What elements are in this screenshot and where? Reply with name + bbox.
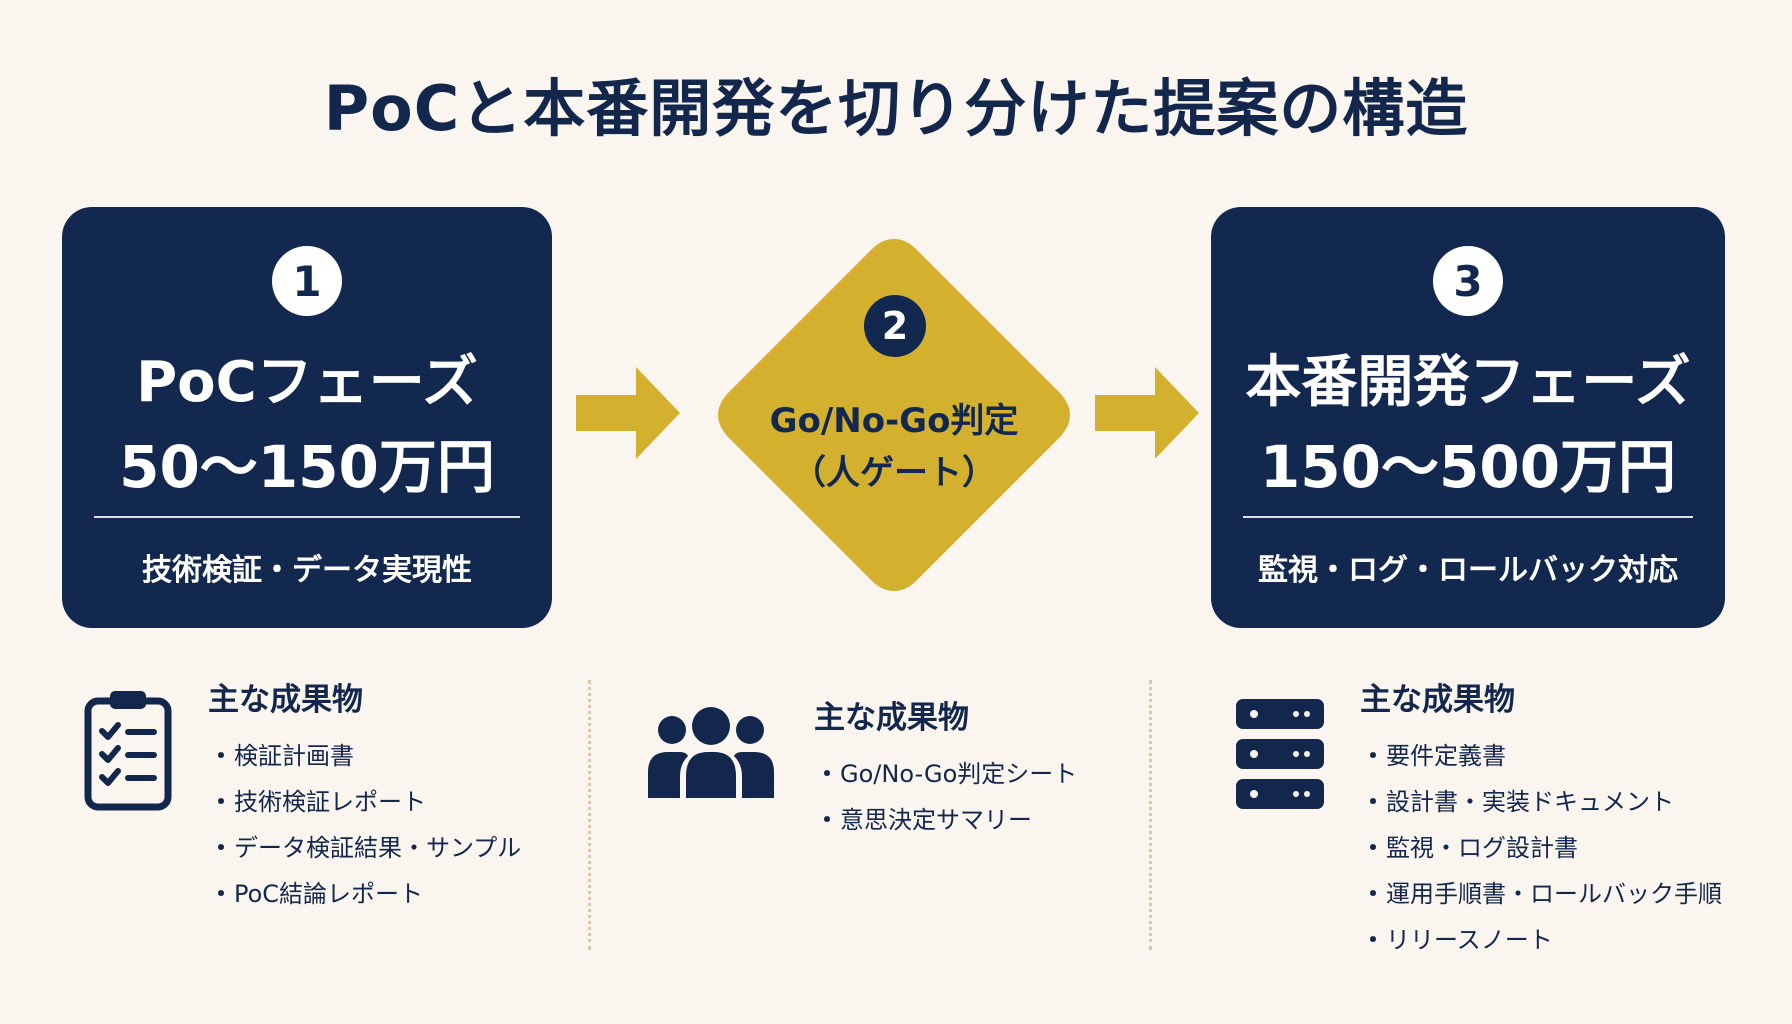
list-item: ・設計書・実装ドキュメント bbox=[1361, 788, 1674, 816]
phase-name: 本番開発フェーズ bbox=[1245, 350, 1691, 415]
step-number-badge: 2 bbox=[864, 295, 926, 357]
phase-subtitle: 監視・ログ・ロールバック対応 bbox=[1258, 553, 1678, 588]
list-item: ・運用手順書・ロールバック手順 bbox=[1361, 880, 1722, 908]
deliverables-list: ・要件定義書 ・設計書・実装ドキュメント ・監視・ログ設計書 ・運用手順書・ロー… bbox=[1360, 733, 1722, 963]
column-divider bbox=[588, 680, 591, 950]
list-item: ・要件定義書 bbox=[1361, 742, 1506, 770]
server-stack-icon bbox=[1236, 699, 1324, 809]
deliverables-heading: 主な成果物 bbox=[814, 700, 969, 736]
deliverables-heading: 主な成果物 bbox=[1360, 682, 1515, 718]
phase-subtitle: 技術検証・データ実現性 bbox=[142, 553, 472, 588]
deliverables-list: ・Go/No-Go判定シート ・意思決定サマリー bbox=[814, 751, 1077, 843]
list-item: ・検証計画書 bbox=[209, 742, 354, 770]
page-title: PoCと本番開発を切り分けた提案の構造 bbox=[323, 72, 1469, 145]
column-divider bbox=[1149, 680, 1152, 950]
right-arrow-icon bbox=[1095, 367, 1199, 459]
phase-price: 50〜150万円 bbox=[119, 433, 495, 501]
right-arrow-icon bbox=[576, 367, 680, 459]
phase-name: PoCフェーズ bbox=[136, 350, 478, 415]
phase-price: 150〜500万円 bbox=[1259, 433, 1677, 501]
people-group-icon bbox=[648, 707, 774, 798]
list-item: ・技術検証レポート bbox=[209, 788, 426, 816]
list-item: ・Go/No-Go判定シート bbox=[815, 760, 1078, 788]
list-item: ・PoC結論レポート bbox=[209, 880, 424, 908]
list-item: ・意思決定サマリー bbox=[815, 806, 1032, 834]
list-item: ・監視・ログ設計書 bbox=[1361, 834, 1578, 862]
deliverables-heading: 主な成果物 bbox=[208, 682, 363, 718]
gate-title: Go/No-Go判定 bbox=[769, 401, 1019, 441]
diamond-shape bbox=[718, 239, 1070, 591]
production-phase-card: 3 本番開発フェーズ 150〜500万円 監視・ログ・ロールバック対応 bbox=[1211, 207, 1725, 628]
step-number-badge: 1 bbox=[272, 246, 342, 316]
deliverables-gate: 主な成果物 ・Go/No-Go判定シート ・意思決定サマリー bbox=[814, 692, 1077, 843]
poc-phase-card: 1 PoCフェーズ 50〜150万円 技術検証・データ実現性 bbox=[62, 207, 552, 628]
deliverables-poc: 主な成果物 ・検証計画書 ・技術検証レポート ・データ検証結果・サンプル ・Po… bbox=[208, 674, 521, 917]
list-item: ・データ検証結果・サンプル bbox=[209, 834, 522, 862]
deliverables-list: ・検証計画書 ・技術検証レポート ・データ検証結果・サンプル ・PoC結論レポー… bbox=[208, 733, 521, 917]
go-no-go-gate: 2 Go/No-Go判定 （人ゲート） bbox=[712, 233, 1076, 597]
deliverables-production: 主な成果物 ・要件定義書 ・設計書・実装ドキュメント ・監視・ログ設計書 ・運用… bbox=[1360, 674, 1722, 963]
list-item: ・リリースノート bbox=[1361, 926, 1553, 954]
step-number-badge: 3 bbox=[1433, 246, 1503, 316]
clipboard-checklist-icon bbox=[84, 691, 172, 811]
gate-subtitle: （人ゲート） bbox=[792, 453, 996, 493]
phase-divider bbox=[1243, 516, 1693, 518]
phase-divider bbox=[94, 516, 520, 518]
